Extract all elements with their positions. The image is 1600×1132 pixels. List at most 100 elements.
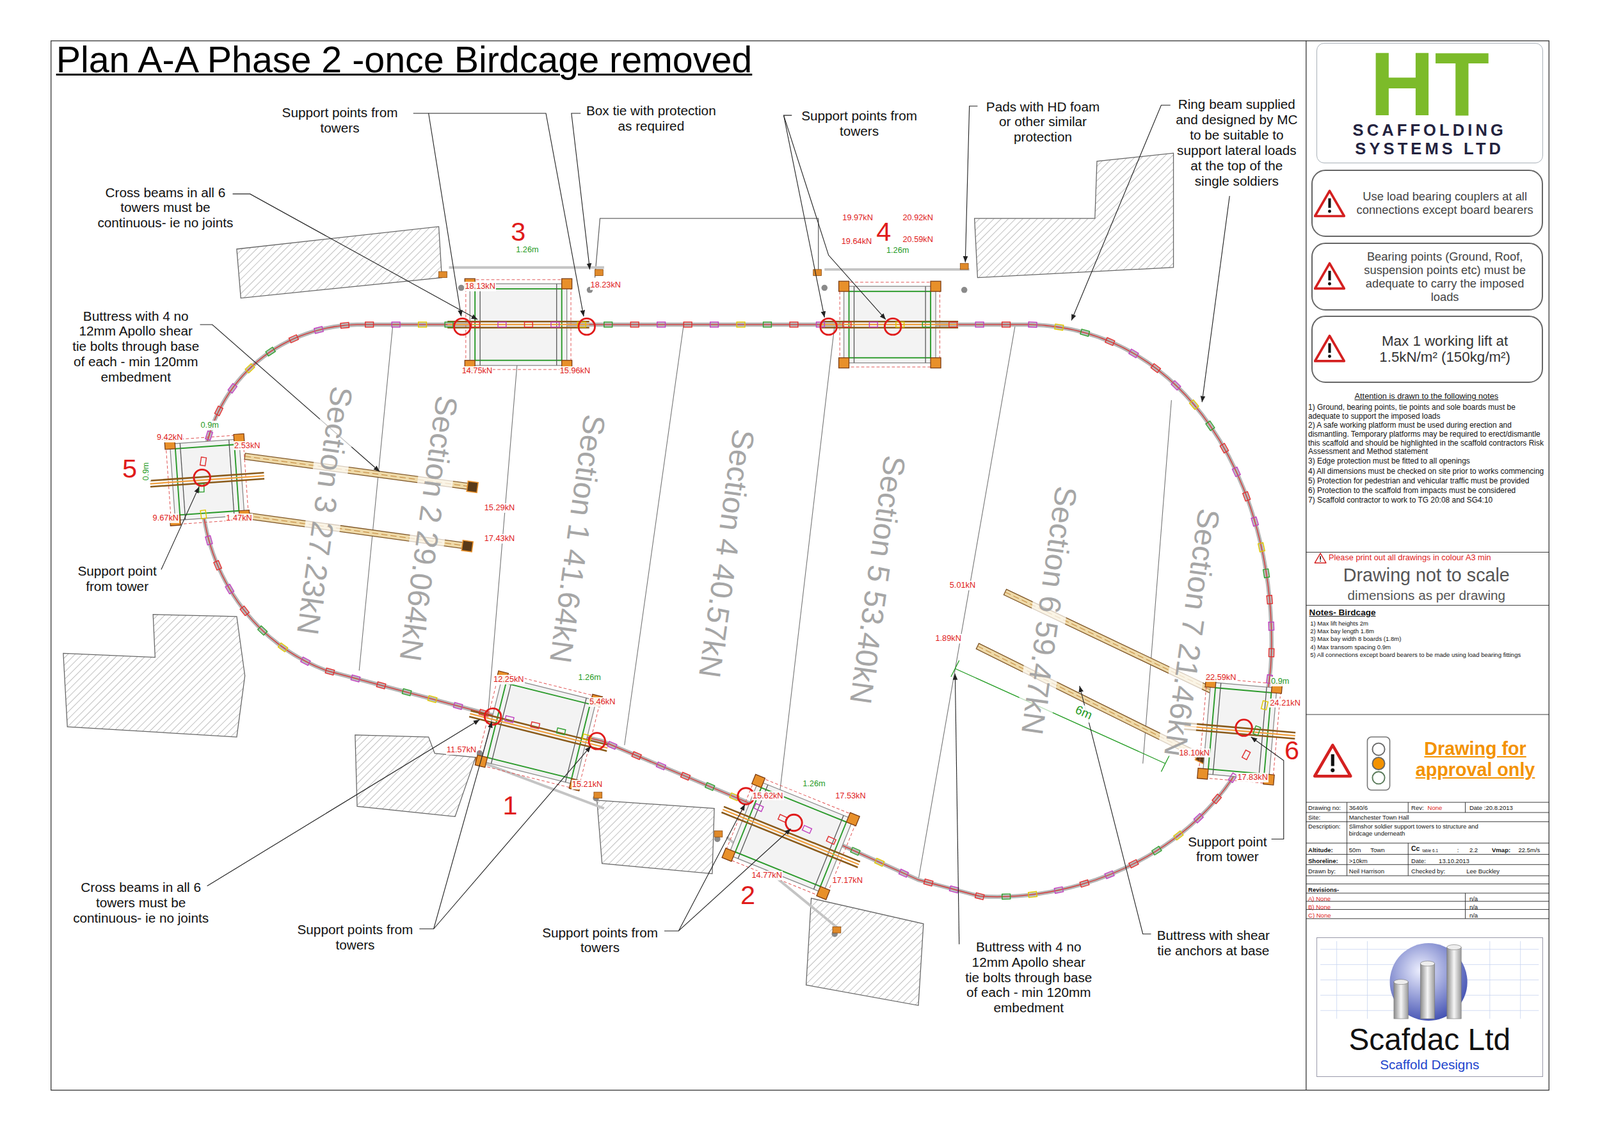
load-value: 19.97kN (841, 213, 874, 223)
dimension: 0.9m (1270, 676, 1290, 687)
ring-beam (201, 324, 1272, 897)
traffic-light-icon (1372, 771, 1385, 784)
panel-rule (1306, 551, 1549, 918)
panel-rule (1306, 900, 1549, 902)
ring-marker (257, 625, 268, 635)
building-outline (595, 218, 819, 278)
panel-rule (1306, 883, 1549, 884)
company-name: SCAFFOLDING SYSTEMS LTD (1320, 120, 1539, 159)
callout-note: Ring beam supplied and designed by MC to… (1172, 96, 1302, 189)
load-value: 24.21kN (1269, 698, 1302, 708)
ring-marker (278, 642, 288, 652)
ring-marker (1104, 870, 1115, 879)
ring-beam (201, 324, 1272, 897)
ring-marker (225, 583, 234, 594)
note-text: 1) Ground, bearing points, tie points an… (1308, 403, 1545, 421)
ring-marker (205, 430, 213, 441)
title-block-cell: A) None (1308, 894, 1331, 902)
tower-number: 6 (1276, 734, 1307, 766)
load-value: 17.83kN (1236, 772, 1269, 783)
leader-line (678, 828, 791, 931)
panel-rule (1306, 874, 1549, 876)
ring-marker (850, 846, 861, 856)
ring-marker (753, 803, 764, 812)
tower-layer (147, 190, 1351, 906)
load-value: 17.53kN (834, 791, 867, 801)
drawing-title: Plan A-A Phase 2 -once Birdcage removed (56, 39, 753, 82)
ring-marker (240, 606, 249, 616)
tower (821, 326, 959, 329)
ring-marker (497, 321, 507, 328)
designer-logo-art (1489, 940, 1490, 1019)
ring-marker (1268, 621, 1274, 630)
warning-icon (1315, 263, 1345, 288)
traffic-light-icon (1367, 736, 1390, 790)
bolt-point (458, 284, 968, 937)
load-value: 12.25kN (492, 674, 525, 685)
ring-marker (1173, 830, 1184, 840)
ring-marker (213, 560, 222, 571)
panel-rule (1306, 801, 1549, 803)
ring-marker (401, 688, 411, 696)
callout-note: Pads with HD foam or other similar prote… (982, 99, 1103, 146)
load-value: 19.64kN (840, 236, 873, 247)
ring-marker (949, 321, 958, 328)
ring-marker (1266, 595, 1273, 604)
designer-name: Scafdac Ltd (1348, 1021, 1511, 1057)
leader-line (207, 719, 480, 886)
title-block-cell: Manchester Town Hall (1349, 813, 1410, 821)
designer-logo-art (1520, 940, 1521, 1019)
designer-logo-art (1367, 940, 1368, 1019)
pad-bracket (439, 263, 969, 933)
approval-box: Drawing for approval only (1306, 718, 1549, 800)
warning-icon (1328, 343, 1331, 353)
ring-marker (325, 667, 335, 675)
panel-rule (1346, 801, 1348, 876)
panel-rule (1306, 917, 1549, 919)
callout-note: Support points from towers (528, 924, 672, 956)
tower (458, 666, 620, 795)
warning-icon (1315, 336, 1345, 361)
title-block-cell: Lee Buckley (1466, 867, 1500, 875)
section-load: Section 3 27.23kN (289, 384, 360, 637)
title-block-cell: 3640/6 (1349, 803, 1368, 811)
title-block-cell: : (1457, 846, 1460, 854)
ring-marker (1251, 516, 1259, 526)
panel-rule (1306, 853, 1549, 855)
leader-line (1071, 104, 1171, 320)
note-text: Notes- Birdcage (1309, 607, 1376, 618)
traffic-light-icon (1367, 736, 1390, 790)
dimension: 1.26m (515, 245, 539, 255)
title-block-cell: Drawing no: (1308, 803, 1341, 811)
designer-logo-art (1447, 944, 1462, 950)
ring-marker (657, 321, 666, 328)
ring-marker (314, 326, 324, 334)
bolt-point (821, 284, 828, 292)
leader-line (413, 113, 462, 317)
warning-icon (1319, 556, 1321, 560)
leader-line (965, 106, 978, 263)
note-text: 4) Max transom spacing 0.9m (1310, 643, 1545, 651)
dimension: 0.9m (200, 420, 220, 431)
section-divider (359, 324, 1172, 880)
ring-marker (1028, 321, 1037, 328)
panel-rule (1306, 864, 1549, 865)
ring-marker (710, 321, 719, 328)
designer-logo: Scafdac LtdScaffold Designs (1316, 936, 1544, 1077)
title-block-cell: Shoreline: (1308, 856, 1339, 864)
ring-marker (1242, 491, 1251, 502)
callout-note: Cross beams in all 6 towers must be cont… (72, 879, 210, 926)
load-value: 18.23kN (590, 280, 623, 290)
ring-marker (453, 702, 463, 710)
ring-marker (801, 824, 812, 834)
designer-tagline: Scaffold Designs (1379, 1056, 1480, 1072)
ring-marker (975, 892, 985, 900)
note-text: 3) Max bay width 8 boards (1.8m) (1310, 634, 1545, 642)
callout-note: Cross beams in all 6 towers must be cont… (96, 184, 235, 232)
tower (705, 767, 876, 906)
panel-rule (1464, 801, 1466, 813)
ring-marker (1128, 348, 1139, 358)
ring-marker (227, 383, 237, 393)
tower (821, 323, 959, 326)
ring-marker (1105, 337, 1115, 345)
